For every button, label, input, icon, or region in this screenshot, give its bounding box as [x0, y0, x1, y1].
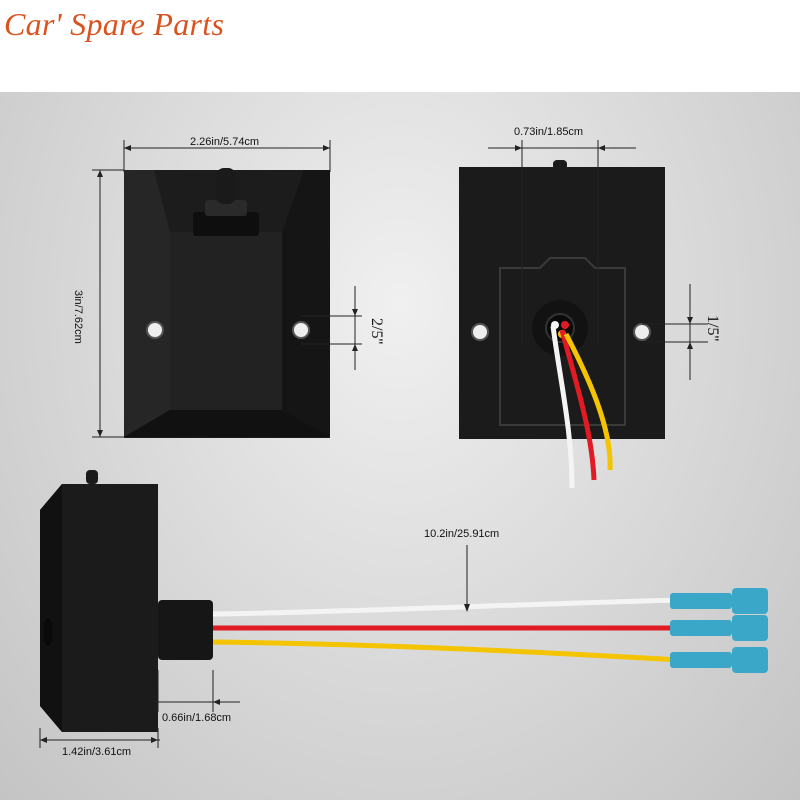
front-width-label: 2.26in/5.74cm — [190, 136, 260, 148]
back-boss-width-label: 0.73in/1.85cm — [514, 126, 584, 138]
wire-length-label: 10.2in/25.91cm — [424, 528, 500, 540]
side-depth-label: 1.42in/3.61cm — [62, 746, 132, 758]
boss-depth-label: 0.66in/1.68cm — [162, 712, 232, 724]
front-height-label: 3in/7.62cm — [72, 290, 84, 344]
back-view — [459, 140, 708, 489]
diagram-art — [39, 140, 768, 748]
front-hole-spacing-label: 2/5'' — [368, 318, 385, 345]
side-view — [39, 470, 768, 748]
back-hole-spacing-label: 1/5'' — [704, 315, 721, 342]
product-diagram — [0, 92, 800, 800]
front-view — [92, 140, 362, 438]
brand-title: Car' Spare Parts — [4, 6, 225, 42]
